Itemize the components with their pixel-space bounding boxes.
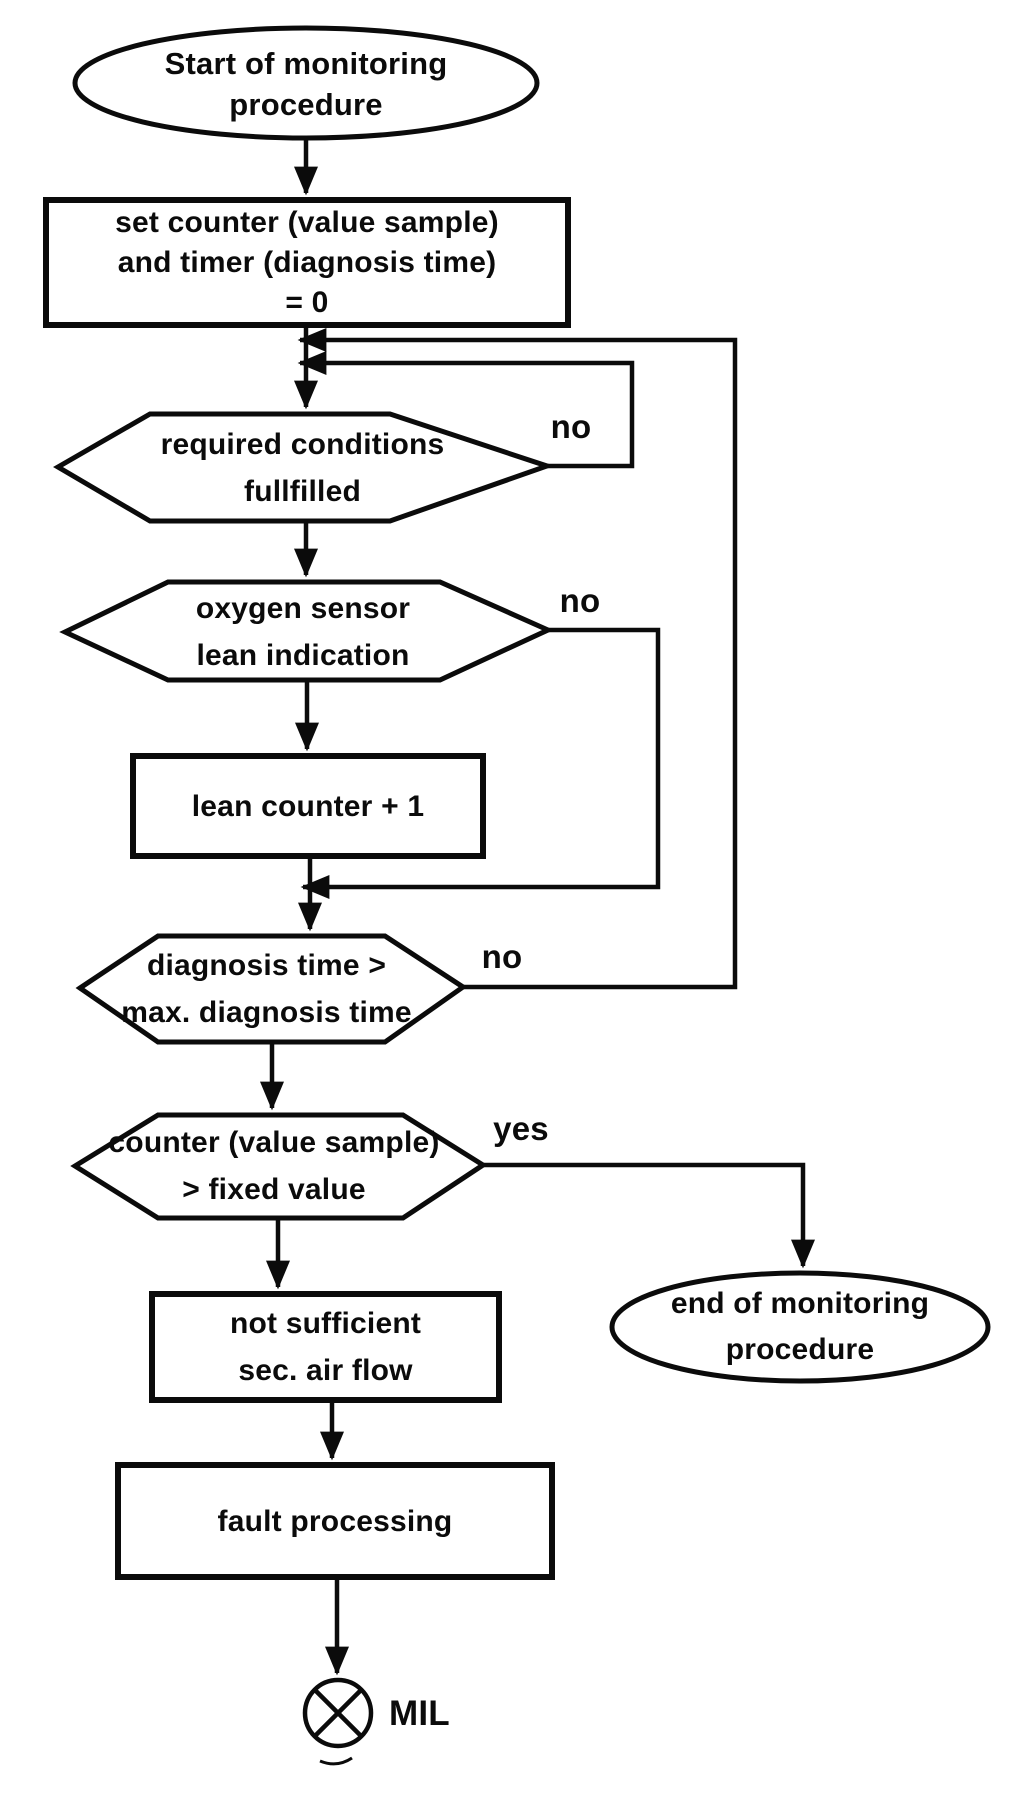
fault-processing-label: fault processing	[118, 1465, 552, 1577]
counter-threshold-yes-label: yes	[476, 1106, 566, 1152]
edge-oxygen-no-loop	[300, 627, 661, 899]
init-counters-line: set counter (value sample)	[115, 206, 499, 239]
diagnosis-time-line: max. diagnosis time	[121, 996, 412, 1029]
counter-threshold-line: > fixed value	[182, 1173, 366, 1206]
start-node-line: Start of monitoring	[164, 46, 448, 81]
end-node-label: end of monitoring procedure	[612, 1280, 988, 1374]
init-counters-label: set counter (value sample) and timer (di…	[46, 204, 568, 322]
counter-threshold-label: counter (value sample) > fixed value	[65, 1118, 483, 1214]
counter-threshold-line: counter (value sample)	[108, 1126, 440, 1159]
not-sufficient-label: not sufficient sec. air flow	[152, 1298, 499, 1396]
end-terminator-shape	[609, 1270, 991, 1384]
mil-lamp-cross-line-2	[313, 1688, 363, 1738]
end-node-line: procedure	[725, 1333, 875, 1366]
edge-required-no-loop	[297, 351, 635, 469]
oxygen-sensor-no-label: no	[540, 579, 620, 623]
mil-label-text: MIL	[389, 1694, 450, 1733]
scan-mark	[319, 1756, 353, 1766]
start-node-label: Start of monitoring procedure	[90, 42, 522, 126]
not-sufficient-line: sec. air flow	[238, 1354, 413, 1387]
oxygen-sensor-label: oxygen sensor lean indication	[58, 584, 548, 679]
diagnosis-time-line: diagnosis time >	[146, 949, 387, 982]
end-node-line: end of monitoring	[670, 1287, 930, 1320]
branch-label-text: no	[559, 582, 601, 619]
diagnosis-time-label: diagnosis time > max. diagnosis time	[70, 940, 463, 1038]
oxygen-sensor-hexagon-shape	[59, 579, 555, 683]
fault-processing-line: fault processing	[217, 1504, 453, 1538]
mil-label: MIL	[389, 1691, 509, 1737]
edge-counter-yes-to-end	[483, 1162, 815, 1269]
diagnosis-time-no-label: no	[462, 935, 542, 979]
oxygen-sensor-line: oxygen sensor	[195, 591, 411, 625]
edge-diagnosis-no-loop	[297, 328, 738, 990]
branch-label-text: yes	[493, 1110, 549, 1147]
init-counters-line: and timer (diagnosis time)	[117, 246, 497, 279]
branch-label-text: no	[481, 938, 523, 975]
init-counters-box-shape	[43, 197, 571, 328]
required-conditions-label: required conditions fullfilled	[58, 419, 547, 517]
lean-counter-label: lean counter + 1	[133, 756, 483, 856]
required-conditions-line: required conditions	[160, 428, 445, 461]
fault-processing-box-shape	[115, 1462, 555, 1580]
start-terminator-shape	[72, 25, 540, 141]
start-node-line: procedure	[229, 87, 383, 122]
lean-counter-line: lean counter + 1	[191, 789, 425, 823]
branch-label-text: no	[550, 408, 592, 445]
required-conditions-no-label: no	[531, 405, 611, 449]
not-sufficient-box-shape	[149, 1291, 502, 1403]
init-counters-line: = 0	[285, 286, 329, 319]
required-conditions-hexagon-shape	[53, 411, 555, 524]
lean-counter-box-shape	[130, 753, 486, 859]
oxygen-sensor-line: lean indication	[196, 638, 410, 672]
not-sufficient-line: not sufficient	[229, 1307, 422, 1340]
counter-threshold-hexagon-shape	[70, 1112, 488, 1221]
required-conditions-line: fullfilled	[244, 475, 361, 508]
diagnosis-time-hexagon-shape	[75, 933, 468, 1045]
